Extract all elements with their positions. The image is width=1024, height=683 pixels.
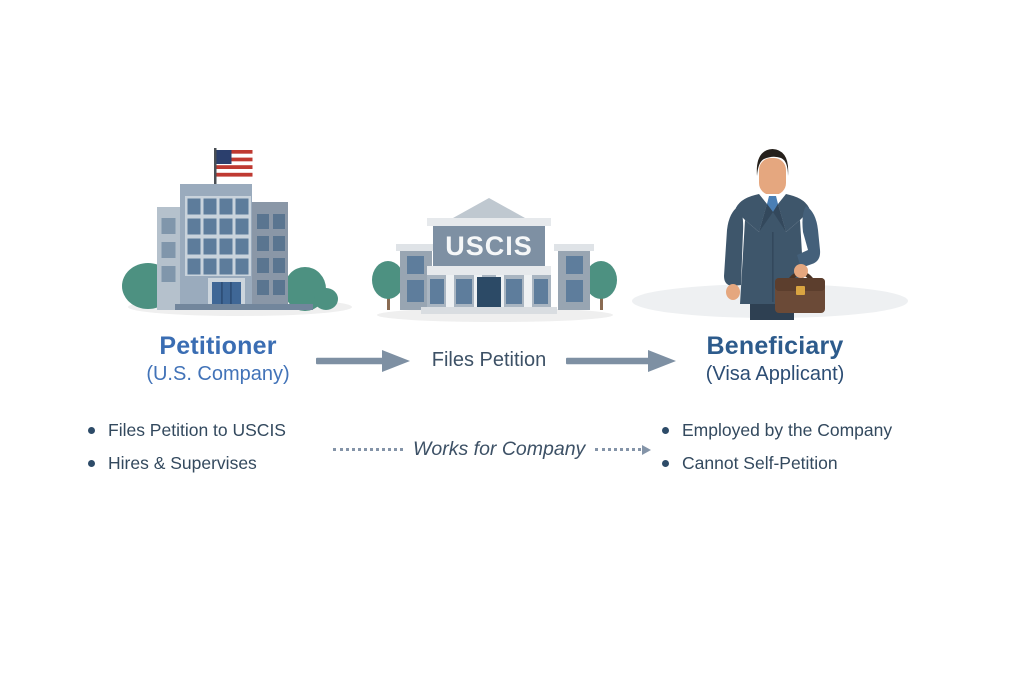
- hair: [756, 149, 789, 176]
- petitioner-subtitle: (U.S. Company): [146, 363, 290, 385]
- dotted-arrowhead-icon: [642, 444, 652, 455]
- petition-arrow-left-icon: [316, 350, 410, 372]
- beneficiary-subtitle: (Visa Applicant): [705, 363, 845, 385]
- petition-arrow-right-icon: [566, 350, 676, 372]
- bullet-icon: [662, 460, 669, 467]
- briefcase-icon: [775, 271, 825, 313]
- beneficiary-bullet-list: Employed by the Company Cannot Self-Peti…: [662, 421, 892, 487]
- dotted-line: [595, 448, 642, 451]
- beneficiary-bullet-2: Cannot Self-Petition: [682, 453, 838, 473]
- bullet-icon: [88, 460, 95, 467]
- uscis-banner: [433, 226, 545, 266]
- hand: [794, 264, 808, 278]
- petitioner-heading: Petitioner (U.S. Company): [88, 331, 348, 388]
- petitioner-bullet-2: Hires & Supervises: [108, 453, 257, 473]
- petitioner-title: Petitioner: [159, 332, 277, 360]
- beneficiary-heading: Beneficiary (Visa Applicant): [650, 331, 900, 388]
- bullet-icon: [662, 427, 669, 434]
- list-item: Employed by the Company: [662, 421, 892, 440]
- dotted-line: [333, 448, 403, 451]
- petitioner-bullet-list: Files Petition to USCIS Hires & Supervis…: [88, 421, 286, 487]
- pediment-roof: [453, 198, 525, 218]
- face: [759, 158, 786, 195]
- bullet-icon: [88, 427, 95, 434]
- flag-pole: [214, 148, 217, 188]
- files-petition-label: Files Petition: [431, 349, 547, 371]
- works-for-company-relation: Works for Company: [333, 438, 655, 461]
- uscis-government-building-icon: USCIS: [372, 198, 617, 322]
- uscis-door: [477, 277, 501, 307]
- tree-icon: [372, 261, 617, 310]
- list-item: Files Petition to USCIS: [88, 421, 286, 440]
- list-item: Cannot Self-Petition: [662, 454, 892, 473]
- list-item: Hires & Supervises: [88, 454, 286, 473]
- uscis-building-label: USCIS: [445, 231, 533, 261]
- hand: [726, 284, 740, 300]
- us-company-building-icon: [122, 148, 352, 316]
- businessman-with-briefcase-icon: [632, 149, 908, 320]
- petitioner-bullet-1: Files Petition to USCIS: [108, 420, 286, 440]
- beneficiary-title: Beneficiary: [706, 332, 844, 360]
- us-flag-icon: [216, 150, 253, 177]
- beneficiary-bullet-1: Employed by the Company: [682, 420, 893, 440]
- works-for-company-label: Works for Company: [413, 438, 586, 460]
